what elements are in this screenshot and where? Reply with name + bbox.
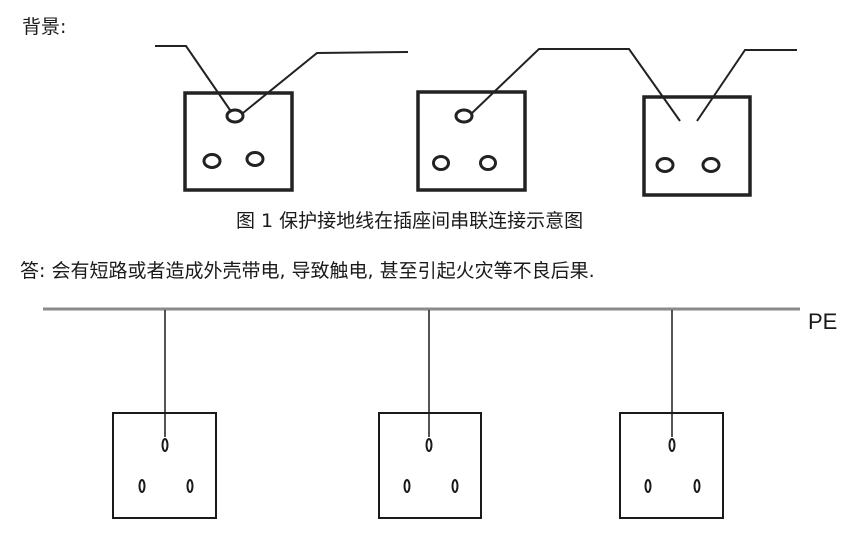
socket-a [112,412,217,519]
socket-3-live-hole [655,157,675,173]
socket-c [619,412,724,519]
pe-bus-label: PE [808,309,838,334]
socket-b-frame [378,412,482,519]
figure2-parallel-wiring [43,307,800,519]
socket-c-earth-hole [668,438,676,452]
socket-b [378,412,482,519]
socket-c-frame [619,412,724,519]
socket-2-neutral-hole [479,155,497,171]
socket-1-earth-hole [225,108,245,124]
socket-2 [416,90,527,192]
earth-wire-out [696,49,797,122]
socket-c-neutral-hole [693,479,701,493]
background-label: 背景: [22,16,67,38]
socket-1-live-hole [202,153,222,169]
socket-b-earth-hole [425,438,433,452]
socket-1-frame [183,91,294,192]
socket-2-frame [416,90,527,192]
socket-3-frame [642,95,752,197]
socket-a-live-hole [138,479,146,493]
socket-2-live-hole [432,155,450,171]
socket-1-neutral-hole [245,151,265,167]
answer-text: 答: 会有短路或者造成外壳带电, 导致触电, 甚至引起火灾等不良后果. [20,260,595,282]
socket-b-live-hole [403,479,411,493]
earth-wire-link-1 [242,51,409,114]
figure1-series-wiring [155,45,797,197]
socket-a-earth-hole [161,438,169,452]
socket-a-frame [112,412,217,519]
earth-wire-in [155,45,231,111]
socket-2-earth-hole [454,108,474,124]
socket-b-neutral-hole [451,479,459,493]
socket-3 [642,95,752,197]
socket-a-neutral-hole [186,479,194,493]
figure1-caption: 图 1 保护接地线在插座间串联连接示意图 [236,210,584,232]
socket-3-neutral-hole [701,157,721,173]
earth-wire-link-2 [470,48,681,122]
socket-c-live-hole [644,479,652,493]
socket-1 [183,91,294,192]
